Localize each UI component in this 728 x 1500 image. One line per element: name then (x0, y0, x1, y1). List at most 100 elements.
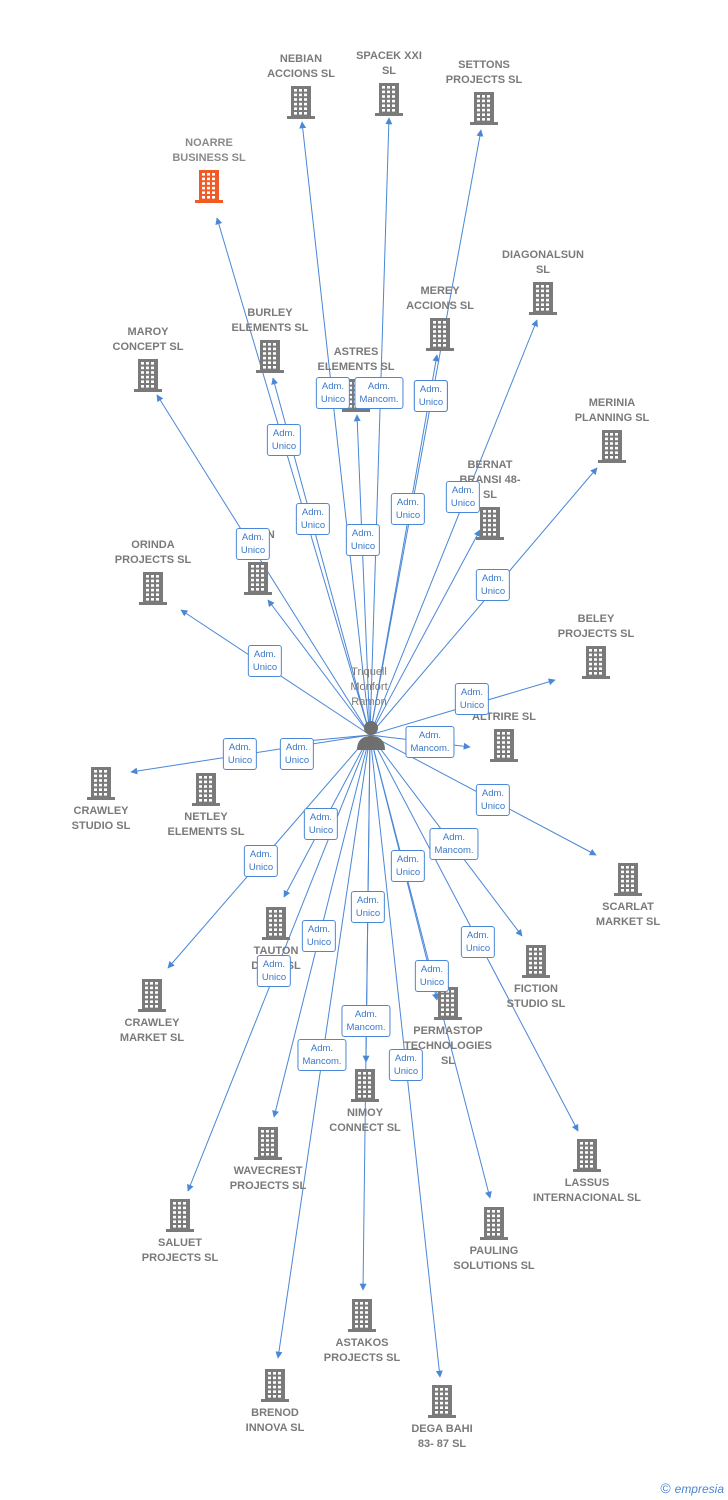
company-node-altrire[interactable]: ALTRIRE SL (439, 710, 569, 762)
company-node-burley[interactable]: BURLEY ELEMENTS SL (205, 306, 335, 373)
building-icon (138, 979, 166, 1012)
building-icon (166, 1199, 194, 1232)
company-node-diagonalsun[interactable]: DIAGONALSUN SL (478, 248, 608, 315)
company-node-settons[interactable]: SETTONS PROJECTS SL (419, 58, 549, 125)
company-node-merinia[interactable]: MERINIA PLANNING SL (547, 396, 677, 463)
edge-diagonalsun (369, 319, 538, 736)
company-label: SALUET PROJECTS SL (141, 1237, 219, 1264)
role-badge-merey[interactable]: Adm. Unico (413, 380, 449, 412)
company-node-spacek[interactable]: SPACEK XXI SL (324, 49, 454, 116)
company-label: CRAWLEY STUDIO SL (71, 805, 131, 832)
company-label: LASSUS INTERNACIONAL SL (533, 1177, 641, 1204)
edge-settons (369, 129, 484, 736)
role-badge-beley[interactable]: Adm. Unico (454, 683, 490, 715)
company-label: ASTAKOS PROJECTS SL (323, 1337, 401, 1364)
role-badge-lassus[interactable]: Adm. Unico (460, 926, 496, 958)
role-badge-nimoy[interactable]: Adm. Unico (350, 891, 386, 923)
role-badge-bernat[interactable]: Adm. Unico (445, 481, 481, 513)
building-icon (573, 1139, 601, 1172)
role-badge-crawley-studio[interactable]: Adm. Unico (222, 738, 258, 770)
role-badge-pauling[interactable]: Adm. Unico (414, 960, 450, 992)
company-label: NIMOY CONNECT SL (329, 1107, 401, 1134)
role-badge-burley[interactable]: Adm. Unico (295, 503, 331, 535)
role-badge-dega[interactable]: Adm. Unico (388, 1049, 424, 1081)
company-node-bernat[interactable]: BERNAT BRANSI 48- SL (425, 458, 555, 540)
company-node-netley[interactable]: NETLEY ELEMENTS SL (141, 772, 271, 840)
company-node-dega[interactable]: DEGA BAHI 83- 87 SL (377, 1384, 507, 1452)
company-node-crawley-studio[interactable]: CRAWLEY STUDIO SL (36, 766, 166, 834)
company-node-merey[interactable]: MEREY ACCIONS SL (375, 284, 505, 351)
company-node-nimoy[interactable]: NIMOY CONNECT SL (300, 1068, 430, 1136)
role-badge-orinda[interactable]: Adm. Unico (247, 645, 283, 677)
company-node-astakos[interactable]: ASTAKOS PROJECTS SL (297, 1298, 427, 1366)
company-label: NEBIAN ACCIONS SL (267, 53, 335, 80)
role-badge-wavecrest[interactable]: Adm. Unico (301, 920, 337, 952)
company-label: BURLEY ELEMENTS SL (231, 307, 309, 334)
role-badge-noarre[interactable]: Adm. Unico (266, 424, 302, 456)
footer-brand: ©empresia (660, 1480, 724, 1496)
company-label: BRENOD INNOVA SL (245, 1407, 305, 1434)
role-badge-permastop[interactable]: Adm. Unico (390, 850, 426, 882)
building-icon (287, 86, 315, 119)
company-label: SETTONS PROJECTS SL (445, 59, 523, 86)
company-label: MAROY CONCEPT SL (112, 326, 184, 353)
building-icon (254, 1127, 282, 1160)
building-icon (426, 318, 454, 351)
company-node-fiction[interactable]: FICTION STUDIO SL (471, 944, 601, 1012)
building-icon (480, 1207, 508, 1240)
company-label: WAVECREST PROJECTS SL (229, 1165, 307, 1192)
company-label: PERMASTOP TECHNOLOGIES SL (403, 1025, 492, 1067)
role-badge-altrire[interactable]: Adm. Mancom. (405, 726, 455, 758)
company-node-permastop[interactable]: PERMASTOP TECHNOLOGIES SL (383, 986, 513, 1069)
role-badge-astres[interactable]: Adm. Mancom. (354, 377, 404, 409)
copyright-icon: © (660, 1480, 671, 1496)
building-icon (470, 92, 498, 125)
building-icon (582, 646, 610, 679)
edge-nebian (299, 121, 371, 736)
company-node-saluet[interactable]: SALUET PROJECTS SL (115, 1198, 245, 1266)
company-node-scarlat[interactable]: SCARLAT MARKET SL (563, 862, 693, 930)
building-icon (139, 572, 167, 605)
role-badge-astakos[interactable]: Adm. Mancom. (341, 1005, 391, 1037)
company-label: MEREY ACCIONS SL (406, 285, 474, 312)
company-label: DEGA BAHI 83- 87 SL (411, 1423, 473, 1450)
role-badge-cassion[interactable]: Adm. Unico (345, 524, 381, 556)
role-badge-tauton[interactable]: Adm. Unico (303, 808, 339, 840)
role-badge-saluet[interactable]: Adm. Unico (256, 955, 292, 987)
edge-cassion (267, 599, 371, 736)
role-badge-brenod[interactable]: Adm. Mancom. (297, 1039, 347, 1071)
company-label: ASTRES ELEMENTS SL (317, 346, 395, 373)
role-badge-nebian[interactable]: Adm. Unico (315, 377, 351, 409)
company-node-beley[interactable]: BELEY PROJECTS SL (531, 612, 661, 679)
company-node-lassus[interactable]: LASSUS INTERNACIONAL SL (522, 1138, 652, 1206)
company-node-tauton[interactable]: TAUTON DYN... SL (211, 906, 341, 974)
company-node-crawley-market[interactable]: CRAWLEY MARKET SL (87, 978, 217, 1046)
edge-merinia (369, 467, 598, 736)
company-node-nebian[interactable]: NEBIAN ACCIONS SL (236, 52, 366, 119)
building-icon (614, 863, 642, 896)
edge-spacek (369, 117, 393, 736)
person-label: Triquell Monfort Ramon (350, 666, 388, 708)
company-node-noarre[interactable]: NOARRE BUSINESS SL (144, 136, 274, 203)
building-icon (348, 1299, 376, 1332)
role-badge-scarlat[interactable]: Adm. Unico (475, 784, 511, 816)
company-node-pauling[interactable]: PAULING SOLUTIONS SL (429, 1206, 559, 1274)
company-label: SCARLAT MARKET SL (595, 901, 661, 928)
company-node-orinda[interactable]: ORINDA PROJECTS SL (88, 538, 218, 605)
company-label: MERINIA PLANNING SL (574, 397, 650, 424)
company-node-wavecrest[interactable]: WAVECREST PROJECTS SL (203, 1126, 333, 1194)
company-node-brenod[interactable]: BRENOD INNOVA SL (210, 1368, 340, 1436)
building-icon (434, 987, 462, 1020)
role-badge-merinia[interactable]: Adm. Unico (475, 569, 511, 601)
role-badge-maroy[interactable]: Adm. Unico (235, 528, 271, 560)
role-badge-crawley-market[interactable]: Adm. Unico (243, 845, 279, 877)
building-icon (375, 83, 403, 116)
role-badge-netley[interactable]: Adm. Unico (279, 738, 315, 770)
company-node-maroy[interactable]: MAROY CONCEPT SL (83, 325, 213, 392)
role-badge-diagonalsun[interactable]: Adm. Unico (390, 493, 426, 525)
edge-bernat (369, 529, 481, 736)
person-node[interactable] (354, 718, 388, 757)
role-badge-fiction[interactable]: Adm. Mancom. (429, 828, 479, 860)
company-label: FICTION STUDIO SL (506, 983, 566, 1010)
